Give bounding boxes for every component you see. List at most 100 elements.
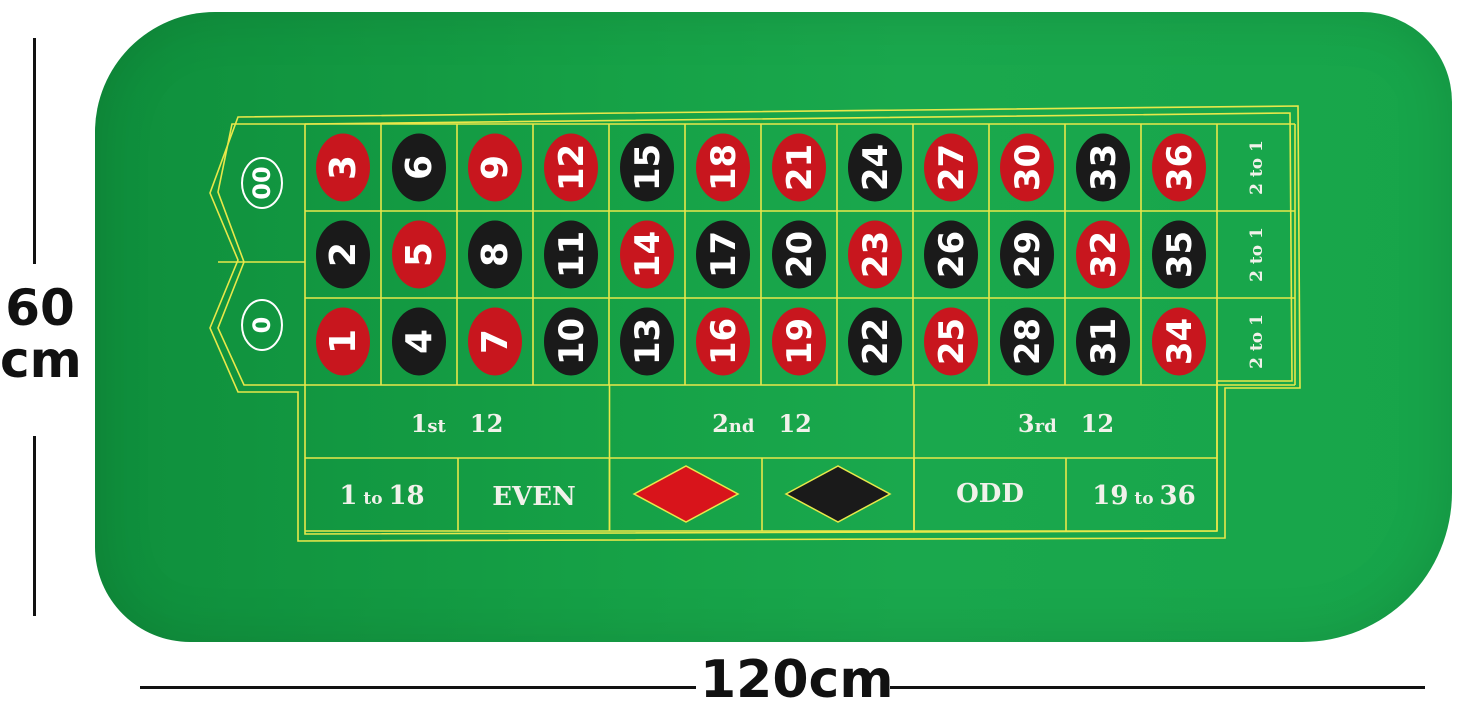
number-label: 20 — [780, 231, 820, 278]
range-to: to — [357, 489, 388, 509]
number-pocket: 18 — [696, 133, 750, 202]
number-oval — [468, 307, 522, 376]
column-bet: 2 to 1 — [1247, 227, 1267, 282]
zero-number: 0 — [248, 317, 276, 334]
number-oval — [1000, 220, 1054, 289]
number-pocket: 21 — [772, 133, 826, 202]
dozen-suffix: st — [427, 416, 446, 437]
width-dimension-line-right — [890, 686, 1425, 689]
number-pocket: 15 — [620, 133, 674, 202]
height-dimension-line-bottom — [33, 436, 36, 616]
number-pocket: 1 — [316, 307, 370, 376]
number-oval — [544, 307, 598, 376]
number-pocket: 22 — [848, 307, 902, 376]
number-pocket: 36 — [1152, 133, 1206, 202]
number-oval — [696, 220, 750, 289]
number-pocket: 26 — [924, 220, 978, 289]
dozen-ordinal: 1 — [411, 409, 428, 438]
column-bet-label: 2 to 1 — [1247, 314, 1267, 369]
number-oval — [772, 220, 826, 289]
number-label: 17 — [704, 231, 744, 278]
number-oval — [1152, 133, 1206, 202]
number-pocket: 13 — [620, 307, 674, 376]
number-pocket: 20 — [772, 220, 826, 289]
number-label: 35 — [1160, 231, 1200, 278]
zero-pocket: 00 — [241, 157, 283, 209]
number-oval — [544, 133, 598, 202]
number-label: 16 — [704, 318, 744, 365]
number-label: 12 — [552, 144, 592, 191]
column-bet: 2 to 1 — [1247, 314, 1267, 369]
number-label: 26 — [932, 231, 972, 278]
number-oval — [620, 133, 674, 202]
number-label: 32 — [1084, 231, 1124, 278]
number-pocket: 9 — [468, 133, 522, 202]
number-label: 10 — [552, 318, 592, 365]
number-label: 7 — [475, 329, 516, 354]
number-oval — [1076, 307, 1130, 376]
number-pocket: 24 — [848, 133, 902, 202]
range-end: 36 — [1160, 481, 1196, 511]
number-oval — [1076, 220, 1130, 289]
dozen-suffix: rd — [1035, 416, 1057, 437]
number-oval — [316, 133, 370, 202]
number-oval — [316, 220, 370, 289]
number-pocket: 33 — [1076, 133, 1130, 202]
number-pocket: 19 — [772, 307, 826, 376]
height-dimension-unit: cm — [0, 331, 82, 389]
zero-pockets: 000 — [241, 157, 283, 351]
number-oval — [696, 307, 750, 376]
dozen-number: 12 — [1057, 409, 1114, 438]
number-pocket: 8 — [468, 220, 522, 289]
number-label: 34 — [1160, 318, 1200, 365]
number-pocket: 6 — [392, 133, 446, 202]
range-to: to — [1128, 489, 1159, 509]
number-label: 3 — [323, 155, 364, 180]
number-label: 14 — [628, 231, 668, 278]
number-label: 36 — [1160, 144, 1200, 191]
number-label: 18 — [704, 144, 744, 191]
number-pocket: 10 — [544, 307, 598, 376]
dozen-number: 12 — [446, 409, 503, 438]
dozen-suffix: nd — [729, 416, 755, 437]
high-bet-label: 19 to 36 — [1092, 481, 1195, 511]
dozen-ordinal: 2 — [712, 409, 729, 438]
number-oval — [772, 133, 826, 202]
number-oval — [544, 220, 598, 289]
number-label: 33 — [1084, 144, 1124, 191]
zero-ring — [241, 157, 283, 209]
number-oval — [1152, 307, 1206, 376]
number-oval — [620, 220, 674, 289]
number-label: 13 — [628, 318, 668, 365]
number-label: 28 — [1008, 318, 1048, 365]
number-label: 15 — [628, 144, 668, 191]
dozen-label: 1st 12 — [411, 409, 504, 438]
number-oval — [924, 133, 978, 202]
number-oval — [924, 220, 978, 289]
number-oval — [924, 307, 978, 376]
number-label: 22 — [856, 318, 896, 365]
number-label: 1 — [323, 329, 364, 354]
dozen-ordinal: 3 — [1018, 409, 1035, 438]
number-label: 27 — [932, 144, 972, 191]
number-pocket: 27 — [924, 133, 978, 202]
number-pocket: 2 — [316, 220, 370, 289]
number-oval — [848, 220, 902, 289]
number-label: 19 — [780, 318, 820, 365]
number-oval — [1000, 133, 1054, 202]
number-label: 24 — [856, 144, 896, 191]
dozen-label: 3rd 12 — [1018, 409, 1114, 438]
number-pocket: 7 — [468, 307, 522, 376]
number-pocket: 25 — [924, 307, 978, 376]
number-pocket: 16 — [696, 307, 750, 376]
number-label: 9 — [475, 155, 516, 180]
column-bets: 2 to 12 to 12 to 1 — [1247, 140, 1267, 369]
dozen-number: 12 — [754, 409, 811, 438]
number-label: 6 — [399, 155, 440, 180]
number-pocket: 17 — [696, 220, 750, 289]
zero-pocket: 0 — [241, 299, 283, 351]
black-diamond — [784, 465, 892, 523]
number-oval — [392, 133, 446, 202]
number-label: 23 — [856, 231, 896, 278]
